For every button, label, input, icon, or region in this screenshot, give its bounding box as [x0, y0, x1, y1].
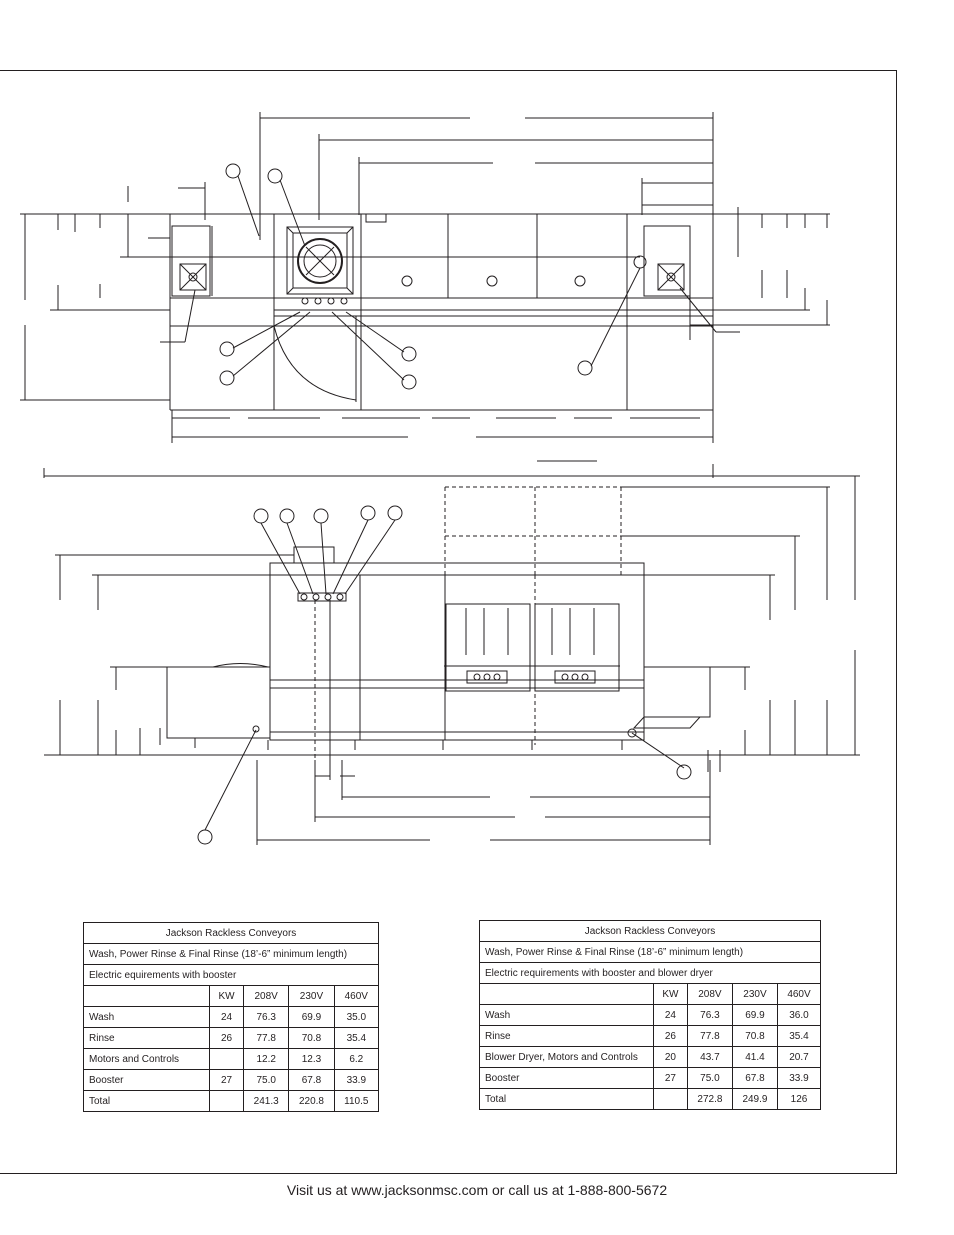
header-label [479, 983, 654, 1005]
row-230v: 41.4 [731, 1046, 778, 1068]
row-label: Wash [479, 1004, 654, 1026]
table-subtitle: Wash, Power Rinse & Final Rinse (18’-6” … [479, 941, 821, 963]
table-row: Total 241.3 220.8 110.5 [83, 1090, 380, 1112]
table-row: Booster 27 75.0 67.8 33.9 [83, 1069, 380, 1091]
row-208v: 12.2 [243, 1048, 290, 1070]
table-subtitle: Wash, Power Rinse & Final Rinse (18’-6” … [83, 943, 379, 965]
row-230v: 249.9 [731, 1088, 778, 1110]
table-title: Jackson Rackless Conveyors [83, 922, 379, 944]
row-460v: 35.4 [776, 1025, 822, 1047]
row-label: Total [479, 1088, 654, 1110]
row-460v: 33.9 [776, 1067, 822, 1089]
table-requirements: Electric equirements with booster [83, 964, 379, 986]
table-row: Wash 24 76.3 69.9 35.0 [83, 1006, 380, 1028]
row-208v: 76.3 [686, 1004, 733, 1026]
row-230v: 220.8 [288, 1090, 335, 1112]
row-kw [653, 1088, 688, 1110]
table-row: Wash 24 76.3 69.9 36.0 [479, 1004, 822, 1026]
header-208v: 208V [686, 983, 733, 1005]
table-row: Motors and Controls 12.2 12.3 6.2 [83, 1048, 380, 1070]
footer-contact: Visit us at www.jacksonmsc.com or call u… [286, 1182, 668, 1198]
row-label: Blower Dryer, Motors and Controls [479, 1046, 654, 1068]
row-label: Rinse [479, 1025, 654, 1047]
row-230v: 70.8 [731, 1025, 778, 1047]
header-460v: 460V [776, 983, 822, 1005]
row-kw: 24 [653, 1004, 688, 1026]
row-460v: 20.7 [776, 1046, 822, 1068]
row-kw [208, 1090, 245, 1112]
row-208v: 77.8 [243, 1027, 290, 1049]
row-kw: 26 [653, 1025, 688, 1047]
row-label: Wash [83, 1006, 210, 1028]
row-kw: 27 [208, 1069, 245, 1091]
header-kw: KW [653, 983, 688, 1005]
table-row: Total 272.8 249.9 126 [479, 1088, 822, 1110]
row-kw: 27 [653, 1067, 688, 1089]
header-label [83, 985, 210, 1007]
header-460v: 460V [333, 985, 380, 1007]
page-frame [0, 70, 897, 1174]
row-208v: 77.8 [686, 1025, 733, 1047]
row-kw: 26 [208, 1027, 245, 1049]
row-kw [208, 1048, 245, 1070]
row-230v: 70.8 [288, 1027, 335, 1049]
row-460v: 6.2 [333, 1048, 380, 1070]
row-460v: 110.5 [333, 1090, 380, 1112]
table-row: Rinse 26 77.8 70.8 35.4 [479, 1025, 822, 1047]
row-208v: 272.8 [686, 1088, 733, 1110]
row-230v: 69.9 [288, 1006, 335, 1028]
row-208v: 241.3 [243, 1090, 290, 1112]
row-label: Booster [83, 1069, 210, 1091]
row-208v: 75.0 [243, 1069, 290, 1091]
row-208v: 76.3 [243, 1006, 290, 1028]
table-row: Blower Dryer, Motors and Controls 20 43.… [479, 1046, 822, 1068]
row-kw: 24 [208, 1006, 245, 1028]
table-row: Rinse 26 77.8 70.8 35.4 [83, 1027, 380, 1049]
row-208v: 75.0 [686, 1067, 733, 1089]
header-208v: 208V [243, 985, 290, 1007]
row-460v: 35.0 [333, 1006, 380, 1028]
row-460v: 36.0 [776, 1004, 822, 1026]
header-230v: 230V [288, 985, 335, 1007]
row-230v: 67.8 [731, 1067, 778, 1089]
header-kw: KW [208, 985, 245, 1007]
row-230v: 67.8 [288, 1069, 335, 1091]
technical-drawing [20, 112, 860, 845]
row-kw: 20 [653, 1046, 688, 1068]
row-230v: 69.9 [731, 1004, 778, 1026]
table-requirements: Electric requirements with booster and b… [479, 962, 821, 984]
table-title: Jackson Rackless Conveyors [479, 920, 821, 942]
plan-view [20, 112, 860, 478]
spec-table-booster: Jackson Rackless Conveyors Wash, Power R… [83, 922, 380, 1112]
row-label: Motors and Controls [83, 1048, 210, 1070]
row-label: Booster [479, 1067, 654, 1089]
row-label: Rinse [83, 1027, 210, 1049]
row-460v: 33.9 [333, 1069, 380, 1091]
table-row: Booster 27 75.0 67.8 33.9 [479, 1067, 822, 1089]
front-view [44, 476, 860, 845]
row-460v: 126 [776, 1088, 822, 1110]
spec-table-booster-blower: Jackson Rackless Conveyors Wash, Power R… [479, 920, 822, 1110]
row-208v: 43.7 [686, 1046, 733, 1068]
header-230v: 230V [731, 983, 778, 1005]
row-460v: 35.4 [333, 1027, 380, 1049]
row-230v: 12.3 [288, 1048, 335, 1070]
row-label: Total [83, 1090, 210, 1112]
